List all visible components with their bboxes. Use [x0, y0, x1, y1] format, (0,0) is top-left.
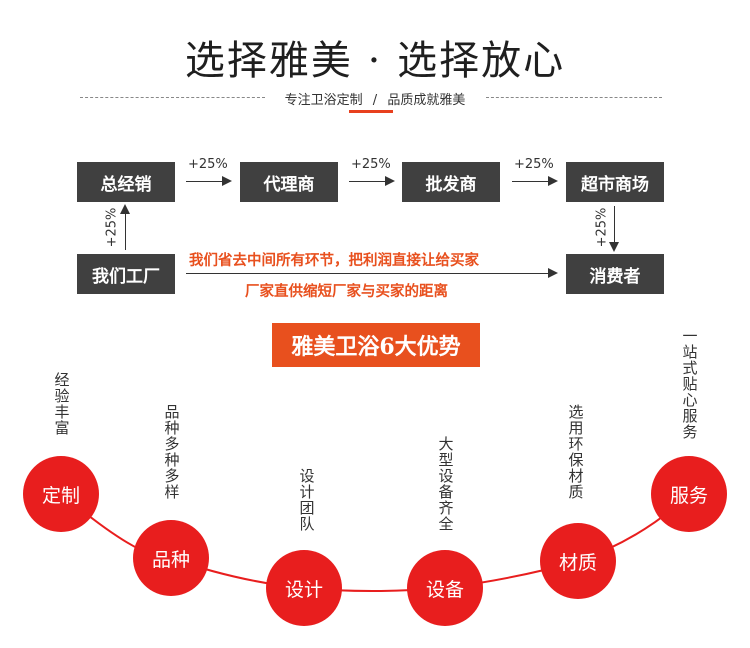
arrow-right-icon: [186, 268, 558, 278]
page-title: 选择雅美 · 选择放心: [184, 38, 566, 84]
markup-label: +25%: [188, 157, 228, 172]
arrow-down-icon: [609, 206, 619, 252]
box-factory: 我们工厂: [77, 254, 175, 294]
advantage-desc: 品种多种多样: [164, 403, 180, 501]
markup-label: +25%: [514, 157, 554, 172]
advantage-service: 服务: [651, 456, 727, 532]
arrow-up-icon: [120, 204, 130, 250]
advantage-desc: 设计团队: [299, 467, 315, 533]
advantage-equipment: 设备: [407, 550, 483, 626]
advantage-desc: 一站式贴心服务: [682, 327, 698, 441]
subtitle-underline: [349, 110, 393, 113]
slogan-secondary: 厂家直供缩短厂家与买家的距离: [245, 284, 448, 300]
box-agent: 代理商: [240, 162, 338, 202]
divider-left: [80, 97, 265, 98]
box-consumer: 消费者: [566, 254, 664, 294]
subtitle-right: 品质成就雅美: [387, 93, 466, 108]
divider-right: [486, 97, 662, 98]
advantage-variety: 品种: [133, 520, 209, 596]
box-general-distributor: 总经销: [77, 162, 175, 202]
subtitle-separator: /: [372, 93, 378, 108]
advantage-material: 材质: [540, 523, 616, 599]
box-supermarket: 超市商场: [566, 162, 664, 202]
subtitle: 专注卫浴定制 / 品质成就雅美: [250, 89, 500, 108]
advantage-desc: 经验丰富: [54, 371, 70, 437]
advantage-design: 设计: [266, 550, 342, 626]
advantage-desc: 大型设备齐全: [438, 435, 454, 533]
subtitle-left: 专注卫浴定制: [284, 93, 363, 108]
arrow-right-icon: [512, 176, 558, 186]
advantage-desc: 选用环保材质: [568, 403, 584, 501]
markup-label: +25%: [351, 157, 391, 172]
box-wholesaler: 批发商: [402, 162, 500, 202]
arrow-right-icon: [349, 176, 395, 186]
advantage-customization: 定制: [23, 456, 99, 532]
slogan-primary: 我们省去中间所有环节，把利润直接让给买家: [189, 253, 479, 269]
advantages-banner: 雅美卫浴6大优势: [272, 323, 480, 367]
arrow-right-icon: [186, 176, 232, 186]
